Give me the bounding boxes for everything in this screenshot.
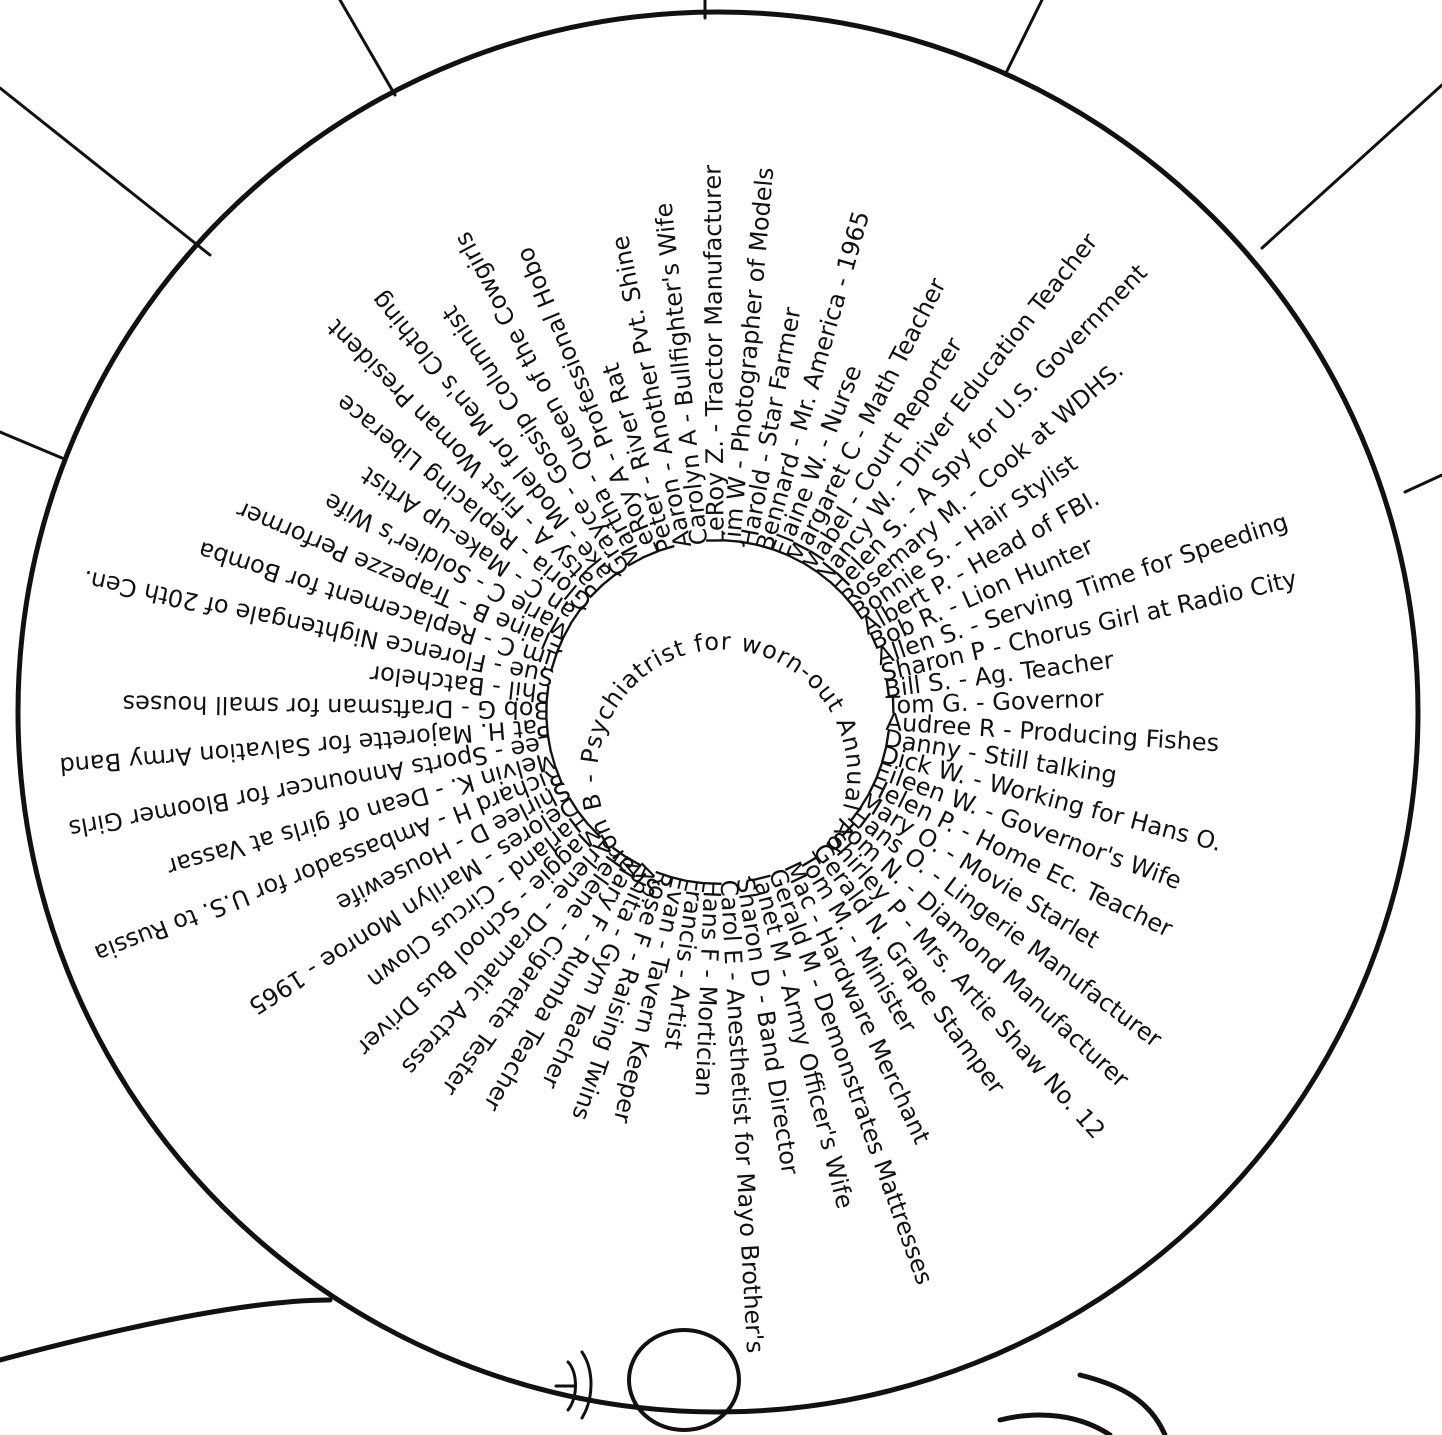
thumbnail-icon (629, 1330, 739, 1430)
ray-line (0, 432, 62, 458)
ray-line (0, 88, 210, 255)
ray-line (340, 0, 395, 95)
ray-line (1262, 85, 1442, 248)
knuckle-crease-icon (556, 1352, 591, 1418)
ray-line (1405, 475, 1442, 492)
ray-line (1005, 0, 1042, 75)
